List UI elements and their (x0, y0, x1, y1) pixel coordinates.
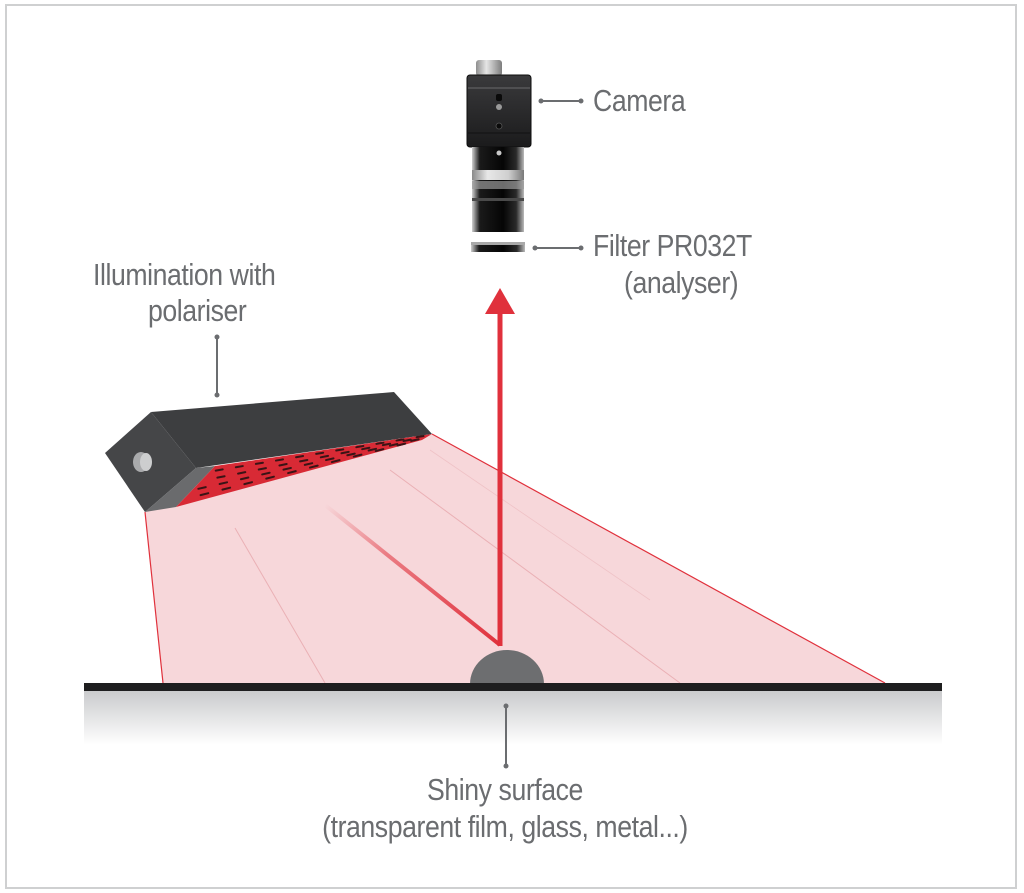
polariser-dash (355, 445, 365, 449)
polariser-dash (402, 438, 412, 443)
arrow-head-icon (485, 288, 515, 314)
polariser-dash (261, 471, 271, 476)
polariser-dash (197, 486, 207, 490)
polariser-dash (367, 447, 378, 452)
polariser-dash (346, 452, 356, 457)
camera (466, 60, 532, 252)
polariser-dash (395, 438, 405, 442)
camera-screw (496, 104, 502, 110)
polariser-dash (221, 486, 232, 491)
surface-line (84, 683, 942, 691)
polariser-dash (237, 471, 247, 475)
connector-face (140, 453, 152, 471)
camera-leader-dot (538, 98, 544, 104)
polariser-dash (218, 481, 229, 486)
polariser-dash (239, 476, 250, 481)
illumination-bevel (145, 466, 215, 512)
polariser-dash (325, 457, 335, 462)
surface-shadow (84, 690, 942, 745)
polariser-dash (254, 461, 264, 465)
polariser-dash (299, 458, 309, 463)
polariser-dash (243, 481, 254, 486)
filter-ring-top (471, 242, 525, 245)
light-beam (144, 433, 886, 684)
incident-ray (323, 503, 502, 647)
camera-lens-body (472, 147, 524, 232)
polariser-dash (309, 464, 319, 469)
camera-top-cap (476, 60, 502, 76)
illumination-leader-dot (214, 392, 220, 398)
polariser-dash (216, 475, 226, 479)
polariser-dash (295, 455, 305, 459)
polariser-dash (257, 467, 267, 471)
light-beam-fill (145, 434, 885, 683)
polariser-dash (335, 448, 345, 452)
lens-ring (472, 181, 524, 189)
polariser-dash (396, 442, 407, 447)
beam-inner-line (389, 469, 681, 684)
filter-leader-dot (578, 245, 584, 251)
polariser-dash (214, 468, 224, 472)
polariser-dash (303, 462, 314, 466)
shiny-object (470, 650, 544, 684)
polariser-dash (340, 450, 350, 455)
polariser-dash (234, 465, 244, 469)
polariser-dash (282, 466, 292, 471)
polariser-dash (352, 453, 363, 458)
polariser-dash (415, 434, 425, 439)
beam-inner-line (234, 527, 326, 684)
surface (84, 690, 942, 745)
illumination-bar (105, 392, 432, 512)
lens-focus-ring (472, 170, 524, 180)
camera-body (466, 74, 532, 148)
polariser-dash (274, 458, 284, 462)
camera-screw (496, 94, 502, 101)
polariser-dash (361, 446, 371, 451)
filter-ring (471, 242, 525, 252)
camera-label: Camera (593, 83, 686, 118)
polariser-dash (374, 448, 385, 453)
surface-leader-dot (503, 763, 509, 769)
filter-leader-dot (532, 245, 538, 251)
polariser-dash (265, 475, 275, 480)
lens-band (472, 198, 524, 201)
illumination-leader-dot (214, 334, 220, 340)
polariser-dash (278, 463, 288, 467)
beam-edge-right (431, 433, 886, 684)
polariser-dash (287, 470, 297, 475)
polariser-dash (315, 451, 325, 455)
polariser-dash (330, 459, 341, 464)
polariser-dash (199, 492, 210, 497)
surface-sublabel: (transparent film, glass, metal...) (322, 809, 688, 844)
illumination-top-face (151, 392, 432, 468)
illumination-sublabel: polariser (148, 293, 247, 328)
surface-leader-dot (503, 703, 509, 709)
polariser-dash (375, 441, 385, 445)
polariser-dash (319, 454, 330, 459)
surface-label: Shiny surface (427, 772, 583, 807)
beam-edge-left (144, 511, 164, 684)
polariser-pattern (197, 434, 425, 497)
beam-inner-line (429, 449, 651, 601)
filter-sublabel: (analyser) (624, 265, 739, 300)
polariser-dash (381, 442, 392, 447)
filter-label: Filter PR032T (593, 228, 752, 263)
reflected-ray (485, 288, 515, 646)
camera-leader-dot (578, 98, 584, 104)
illumination-emitter-face (176, 434, 432, 507)
camera-screw (495, 122, 503, 130)
illumination-label: Illumination with (93, 257, 276, 292)
leader-lines (214, 98, 584, 769)
lens-mount-screw (496, 150, 502, 156)
polariser-dash (388, 443, 399, 447)
polariser-dash (410, 438, 420, 442)
